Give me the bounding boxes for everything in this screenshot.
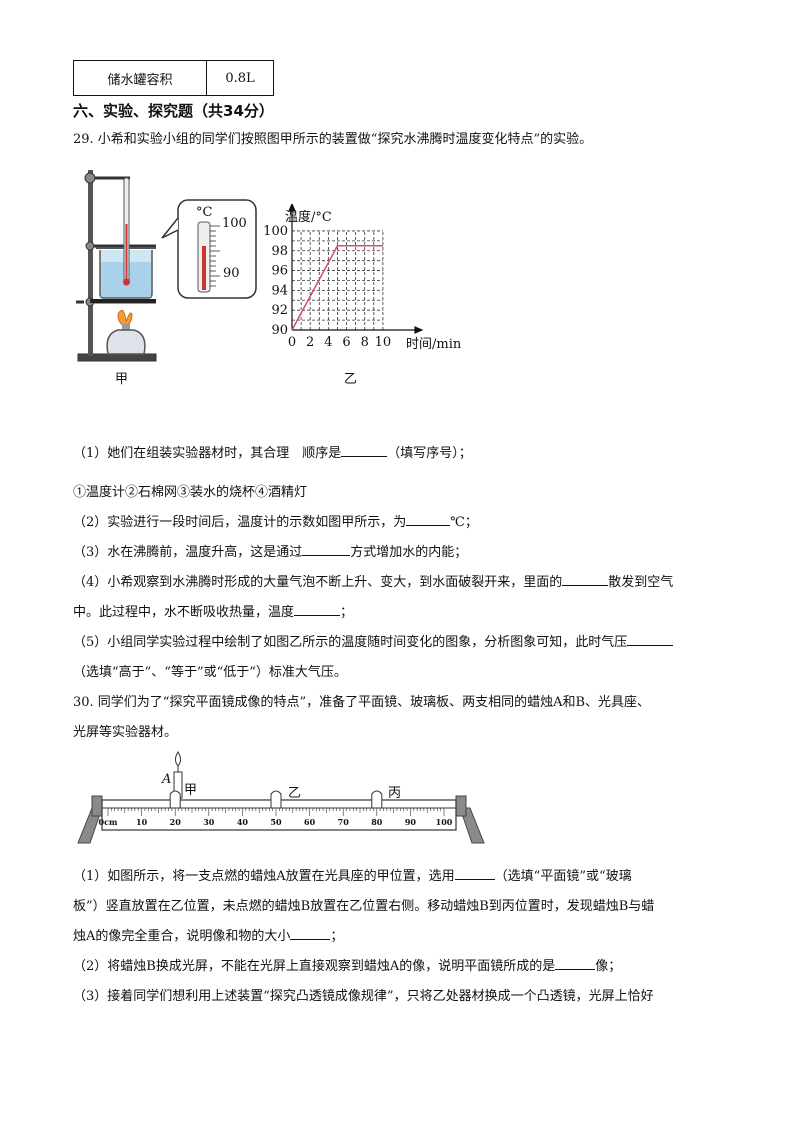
y-tick-label: 100 <box>263 224 288 239</box>
thermo-zoom <box>161 199 257 299</box>
optical-bench: 0cm 10 20 30 40 50 60 70 80 90 100 <box>77 751 485 844</box>
q30-stem-2: 光屏等实验器材。 <box>73 725 178 740</box>
y-tick-label: 94 <box>271 283 288 298</box>
scale-label: 70 <box>338 817 350 827</box>
q29-p4-cont: 中。此过程中，水不断吸收热量，温度； <box>73 605 354 620</box>
figure-yi-caption: 乙 <box>344 372 358 387</box>
x-tick-label: 6 <box>342 335 350 350</box>
holder-icon <box>371 790 383 809</box>
burner-icon <box>106 309 146 355</box>
capacity-table: 储水罐容积 0.8L <box>73 60 274 96</box>
q29-stem: 29. 小希和实验小组的同学们按照图甲所示的装置做“探究水沸腾时温度变化特点”的… <box>73 132 593 147</box>
x-tick-label: 10 <box>375 335 392 350</box>
answer-blank[interactable] <box>294 615 341 616</box>
x-tick-label: 8 <box>361 335 369 350</box>
y-tick-label: 90 <box>271 323 288 338</box>
x-axis-arrow <box>414 326 424 334</box>
figure-jia-caption: 甲 <box>115 372 129 387</box>
y-axis-arrow <box>288 204 296 212</box>
holder-icon <box>169 790 181 809</box>
holder-icon <box>270 790 282 809</box>
answer-blank[interactable] <box>562 585 609 586</box>
answer-blank[interactable] <box>555 969 596 970</box>
scale-label: 60 <box>304 817 316 827</box>
scale-label: 20 <box>170 817 182 827</box>
q30-stem-1: 30. 同学们为了“探究平面镜成像的特点”，准备了平面镜、玻璃板、两支相同的蜡烛… <box>73 695 651 710</box>
bench-legs-icon <box>77 795 485 844</box>
scale-label: 0cm <box>99 817 118 827</box>
thermo-label-90: 90 <box>223 266 240 281</box>
chart-xlabel: 时间/min <box>406 337 462 352</box>
bench-label-yi: 乙 <box>288 786 302 801</box>
table-label-cell: 储水罐容积 <box>73 60 207 96</box>
scale-label: 90 <box>405 817 417 827</box>
q29-p4: （4）小希观察到水沸腾时形成的大量气泡不断上升、变大，到水面破裂开来，里面的散发… <box>73 575 674 590</box>
answer-blank[interactable] <box>290 939 331 940</box>
scale-label: 40 <box>237 817 249 827</box>
answer-blank[interactable] <box>454 879 495 880</box>
answer-blank[interactable] <box>302 555 351 556</box>
y-tick-label: 92 <box>271 303 288 318</box>
scale-label: 30 <box>203 817 215 827</box>
q30-p1-cont2: 烛A的像完全重合，说明像和物的大小； <box>73 929 344 944</box>
bench-label-bing: 丙 <box>388 786 402 801</box>
chart-ylabel: 温度/°C <box>285 210 332 225</box>
y-tick-label: 98 <box>271 244 288 259</box>
y-tick-label: 96 <box>271 264 288 279</box>
scale-label: 50 <box>270 817 282 827</box>
answer-blank[interactable] <box>627 645 674 646</box>
q29-p5: （5）小组同学实验过程中绘制了如图乙所示的温度随时间变化的图象，分析图象可知，此… <box>73 634 674 652</box>
scale-label: 10 <box>136 817 148 827</box>
thermo-unit-label: °C <box>196 205 213 220</box>
section-title: 六、实验、探究题（共34分） <box>73 102 274 120</box>
series-line <box>291 245 383 331</box>
q30-p3: （3）接着同学们想利用上述装置“探究凸透镜成像规律”，只将乙处器材换成一个凸透镜… <box>73 989 654 1004</box>
gauze-icon <box>90 299 156 303</box>
thermo-label-100: 100 <box>222 216 247 231</box>
q30-p2: （2）将蜡烛B换成光屏，不能在光屏上直接观察到蜡烛A的像，说明平面镜所成的是像； <box>73 959 622 974</box>
x-tick-label: 2 <box>306 335 314 350</box>
q29-p2: （2）实验进行一段时间后，温度计的示数如图甲所示，为℃； <box>73 515 478 530</box>
bench-label-jia: 甲 <box>184 783 198 798</box>
scale-label: 80 <box>371 817 383 827</box>
table-value-cell: 0.8L <box>206 60 274 96</box>
answer-blank[interactable] <box>406 525 451 526</box>
q29-items: ①温度计②石棉网③装水的烧杯④酒精灯 <box>73 485 308 500</box>
figure-jia <box>76 170 157 362</box>
q30-p1-cont: 板”）竖直放置在乙位置，未点燃的蜡烛B放置在乙位置右侧。移动蜡烛B到丙位置时，发… <box>73 899 655 914</box>
q29-p5-cont: （选填“高于”、“等于”或“低于”）标准大气压。 <box>73 665 347 680</box>
x-tick-label: 4 <box>324 335 332 350</box>
bench-label-a: A <box>162 772 172 787</box>
scale-label: 100 <box>436 817 453 827</box>
q29-p1: （1）她们在组装实验器材时，其合理 顺序是（填写序号）； <box>73 446 472 461</box>
q30-p1: （1）如图所示，将一支点燃的蜡烛A放置在光具座的甲位置，选用（选填“平面镜”或“… <box>73 869 632 884</box>
x-tick-label: 0 <box>288 335 296 350</box>
answer-blank[interactable] <box>341 456 388 457</box>
thermometer-icon <box>123 177 130 286</box>
q29-p3: （3）水在沸腾前，温度升高，这是通过方式增加水的内能； <box>73 545 468 560</box>
